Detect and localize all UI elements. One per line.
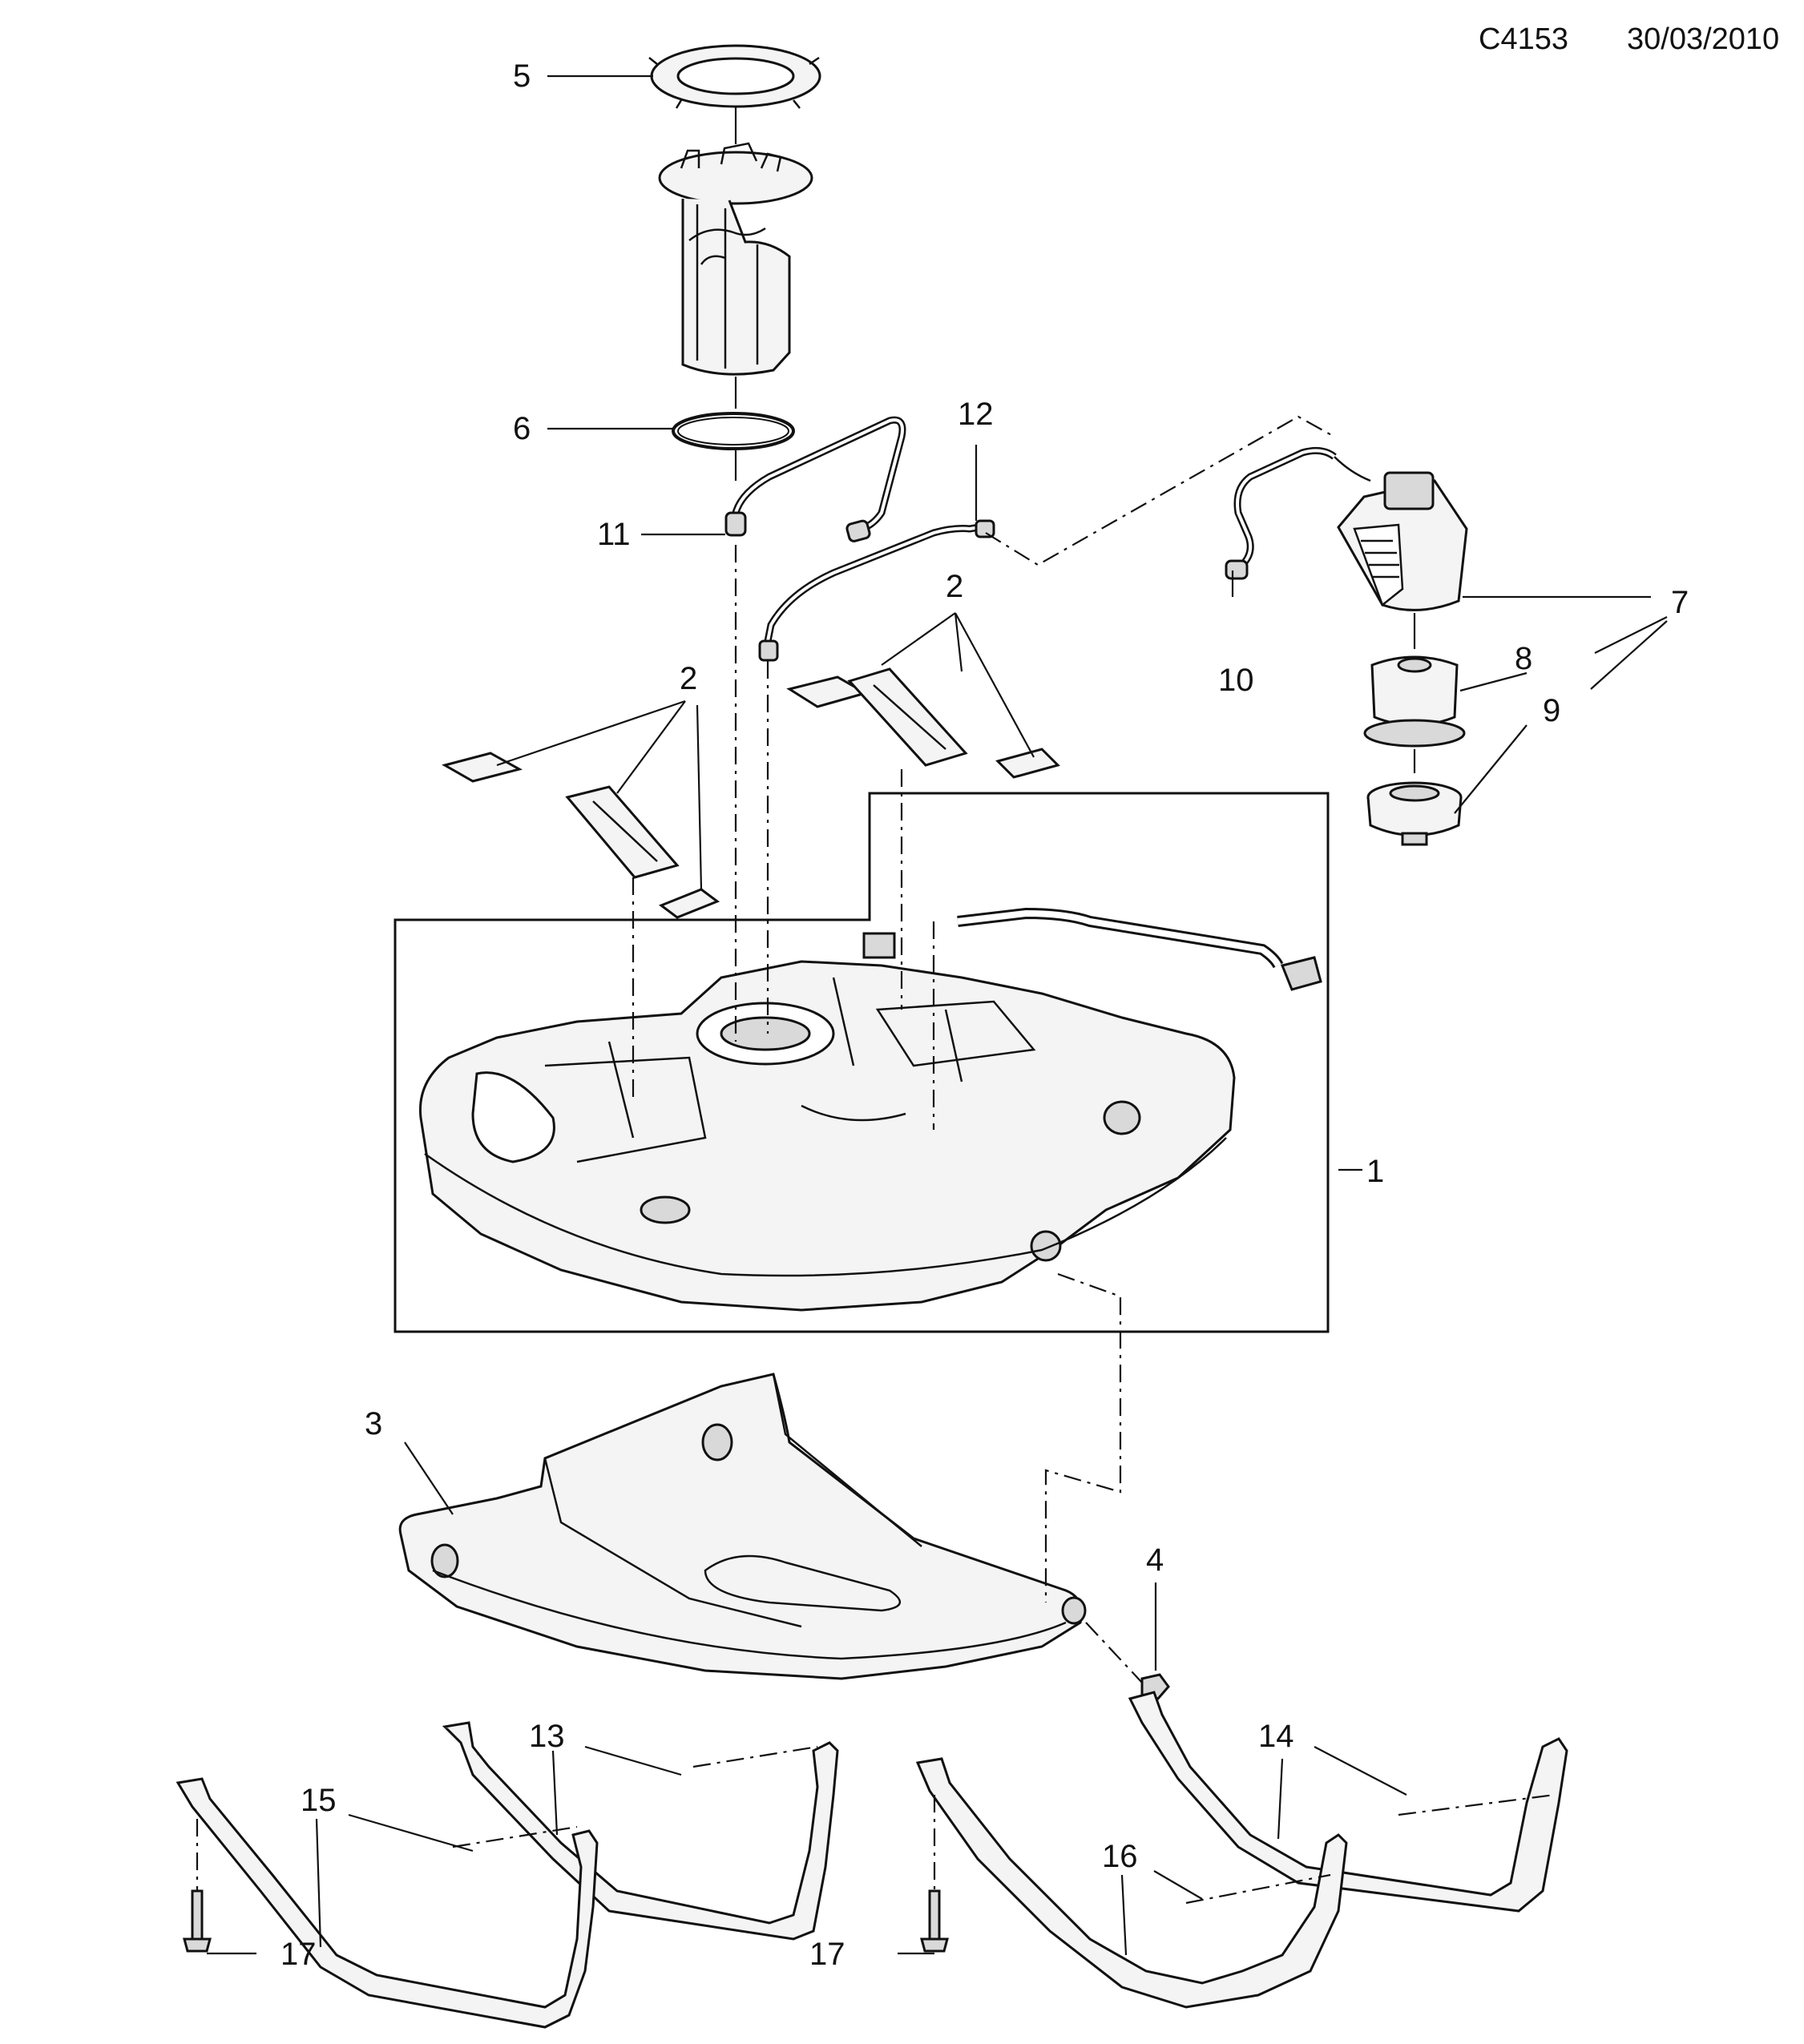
canister-hose-part: [1225, 446, 1337, 580]
strap-14-part: [1128, 1691, 1568, 1913]
callout-7: 7: [1671, 585, 1689, 620]
callout-15: 15: [301, 1783, 337, 1818]
locking-ring-part: [648, 44, 821, 109]
callout-2-right: 2: [946, 569, 963, 604]
callout-3: 3: [365, 1406, 382, 1441]
callout-17-right: 17: [809, 1937, 845, 1972]
callout-4: 4: [1146, 1542, 1164, 1578]
callout-14: 14: [1258, 1719, 1294, 1754]
callout-11: 11: [597, 517, 631, 552]
leader-lines: [207, 75, 1668, 1956]
callout-12: 12: [958, 397, 994, 432]
drawing-date: 30/03/2010: [1627, 22, 1780, 56]
callout-8: 8: [1515, 641, 1532, 676]
fuel-tank-part: [418, 932, 1236, 1312]
bolt-part: [183, 1889, 949, 1953]
callout-2-left: 2: [680, 661, 697, 696]
callout-16: 16: [1102, 1839, 1138, 1874]
filter-element-part: [1363, 655, 1466, 748]
strap-15-part: [176, 1777, 599, 2029]
fuel-pump-module-part: [658, 142, 813, 376]
heat-shield-part: [398, 1373, 1087, 1680]
callout-9: 9: [1543, 693, 1560, 728]
tank-assembly-frame: [393, 792, 1330, 1333]
callout-10: 10: [1218, 663, 1254, 698]
evap-canister-part: [1334, 456, 1468, 611]
o-ring-seal-part: [672, 412, 795, 450]
callout-1: 1: [1366, 1154, 1384, 1189]
vent-line-part: [758, 519, 995, 662]
strap-13-part: [442, 1721, 839, 1941]
callout-5: 5: [513, 58, 531, 94]
callout-6: 6: [513, 411, 531, 446]
fuel-feed-line-part: [724, 416, 906, 542]
insulation-pad-part: [442, 667, 1060, 919]
callout-13: 13: [529, 1719, 565, 1754]
strap-16-part: [915, 1757, 1348, 2009]
callout-17-left: 17: [280, 1937, 317, 1972]
filler-hose-part: [957, 907, 1322, 991]
drawing-code: C4153: [1479, 22, 1568, 56]
filter-cap-part: [1366, 781, 1463, 846]
